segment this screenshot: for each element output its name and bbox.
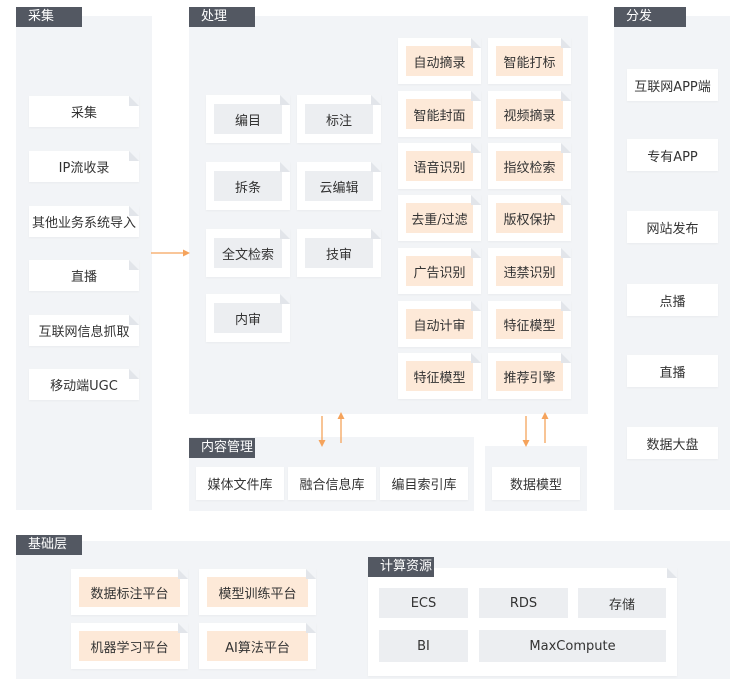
ai-card-label: 违禁识别 [496, 256, 563, 286]
ai-card-label: 去重/过滤 [406, 203, 473, 233]
content-mgmt-title: 内容管理 [189, 438, 255, 458]
collect-item: 移动端UGC [29, 369, 139, 400]
ai-card: 广告识别 [398, 248, 481, 294]
ai-card-label: 指纹检索 [496, 151, 563, 181]
ai-card: 特征模型 [398, 353, 481, 399]
ai-card-label: 广告识别 [406, 256, 473, 286]
base-title: 基础层 [16, 535, 82, 555]
content-mgmt-item: 融合信息库 [288, 467, 376, 500]
platform-label: 数据标注平台 [79, 577, 180, 607]
compute-item: BI [379, 630, 468, 662]
ai-card: 自动计审 [398, 301, 481, 347]
compute-item: ECS [379, 588, 468, 618]
collect-item: IP流收录 [29, 151, 139, 182]
platform-label: 机器学习平台 [79, 631, 180, 661]
ai-card-label: 自动摘录 [406, 46, 473, 76]
ai-card-label: 推荐引擎 [496, 361, 563, 391]
ai-card: 推荐引擎 [488, 353, 571, 399]
process-card: 技审 [297, 229, 381, 277]
process-card-label: 全文检索 [214, 238, 282, 268]
ai-card: 视频摘录 [488, 91, 571, 137]
distribute-item: 直播 [627, 355, 718, 387]
process-card-label: 技审 [305, 238, 373, 268]
process-card: 全文检索 [206, 229, 290, 277]
process-card: 拆条 [206, 162, 290, 210]
collect-item: 互联网信息抓取 [29, 315, 139, 346]
ai-card: 特征模型 [488, 301, 571, 347]
compute-item: MaxCompute [479, 630, 666, 662]
compute-item: RDS [479, 588, 568, 618]
ai-card-label: 特征模型 [406, 361, 473, 391]
ai-card: 语音识别 [398, 143, 481, 189]
process-card: 标注 [297, 95, 381, 143]
platform-card: 数据标注平台 [71, 569, 188, 615]
compute-title: 计算资源 [368, 557, 434, 577]
distribute-item: 互联网APP端 [627, 69, 718, 101]
ai-card-label: 特征模型 [496, 309, 563, 339]
data-model-item: 数据模型 [492, 467, 580, 500]
process-card-label: 云编辑 [305, 171, 373, 201]
ai-card: 智能打标 [488, 38, 571, 84]
platform-label: AI算法平台 [207, 631, 308, 661]
process-card-label: 标注 [305, 104, 373, 134]
ai-card: 智能封面 [398, 91, 481, 137]
content-mgmt-item: 媒体文件库 [196, 467, 284, 500]
ai-card-label: 智能封面 [406, 99, 473, 129]
ai-card-label: 语音识别 [406, 151, 473, 181]
platform-card: 模型训练平台 [199, 569, 316, 615]
process-card-label: 内审 [214, 303, 282, 333]
ai-card-label: 视频摘录 [496, 99, 563, 129]
ai-card-label: 自动计审 [406, 309, 473, 339]
process-card-label: 编目 [214, 104, 282, 134]
process-card-label: 拆条 [214, 171, 282, 201]
ai-card-label: 智能打标 [496, 46, 563, 76]
distribute-item: 专有APP [627, 139, 718, 171]
platform-card: AI算法平台 [199, 623, 316, 669]
ai-card: 自动摘录 [398, 38, 481, 84]
ai-card: 违禁识别 [488, 248, 571, 294]
ai-card: 版权保护 [488, 195, 571, 241]
process-card: 云编辑 [297, 162, 381, 210]
collect-item: 其他业务系统导入 [29, 206, 139, 237]
ai-card-label: 版权保护 [496, 203, 563, 233]
platform-card: 机器学习平台 [71, 623, 188, 669]
process-title: 处理 [189, 7, 255, 27]
collect-item: 直播 [29, 260, 139, 291]
content-mgmt-item: 编目索引库 [380, 467, 468, 500]
collect-title: 采集 [16, 7, 82, 27]
ai-card: 指纹检索 [488, 143, 571, 189]
distribute-item: 网站发布 [627, 211, 718, 243]
compute-item: 存储 [578, 588, 666, 618]
distribute-item: 数据大盘 [627, 427, 718, 459]
distribute-item: 点播 [627, 284, 718, 316]
distribute-title: 分发 [614, 7, 686, 27]
platform-label: 模型训练平台 [207, 577, 308, 607]
ai-card: 去重/过滤 [398, 195, 481, 241]
process-card: 内审 [206, 294, 290, 342]
collect-item: 采集 [29, 96, 139, 127]
process-card: 编目 [206, 95, 290, 143]
